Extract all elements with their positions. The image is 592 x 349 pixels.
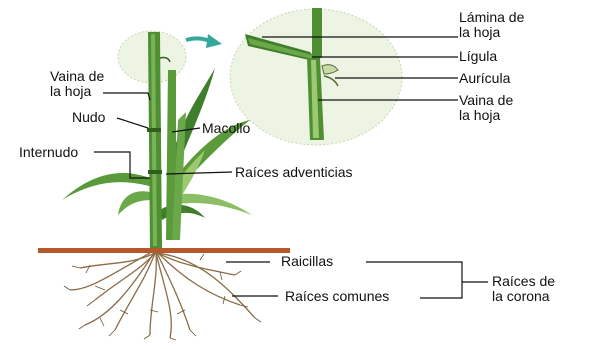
label-vaina-left: Vaina de la hoja bbox=[50, 69, 104, 99]
label-lamina-hoja: Lámina de la hoja bbox=[459, 10, 524, 40]
label-raices-comunes: Raíces comunes bbox=[285, 289, 389, 304]
label-internudo: Internudo bbox=[19, 145, 78, 160]
label-nudo: Nudo bbox=[72, 110, 105, 125]
roots bbox=[70, 253, 255, 338]
leaf-left-curl bbox=[118, 191, 152, 215]
label-macollo: Macollo bbox=[202, 121, 250, 136]
label-raices-corona: Raíces de la corona bbox=[492, 274, 555, 304]
zoom-arrow-head bbox=[206, 34, 222, 48]
node-marker bbox=[147, 128, 161, 132]
label-raicillas: Raicillas bbox=[281, 254, 333, 269]
soil-line bbox=[38, 248, 290, 253]
zoom-upper-stem bbox=[312, 8, 322, 58]
node-marker-2 bbox=[148, 170, 162, 174]
label-raices-adventicias: Raíces adventicias bbox=[235, 165, 353, 180]
label-vaina-zoom: Vaina de la hoja bbox=[459, 93, 513, 123]
label-ligula: Lígula bbox=[459, 49, 497, 64]
rootlets bbox=[64, 254, 261, 340]
label-auricula: Aurícula bbox=[459, 71, 510, 86]
